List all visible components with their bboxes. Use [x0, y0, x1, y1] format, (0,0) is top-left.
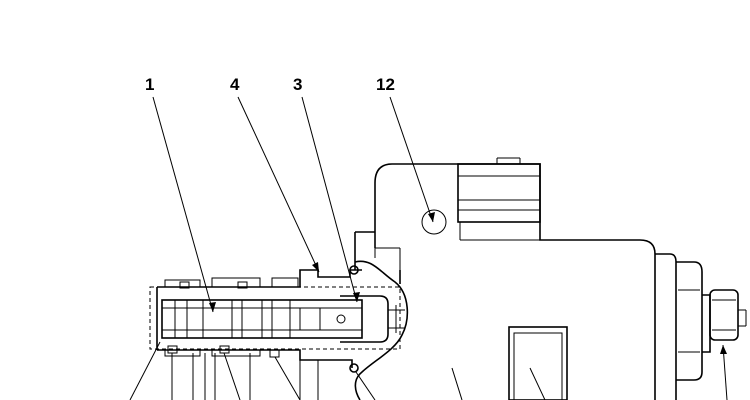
- leader-arrow-3: [353, 292, 360, 302]
- leader-lines-top: [152, 96, 435, 313]
- leader-line-12: [389, 96, 434, 223]
- connector-block: [457, 163, 541, 223]
- seal-top: [349, 265, 359, 275]
- leader-line-1: [152, 96, 214, 313]
- leader-line-3: [301, 96, 358, 303]
- seal-bottom: [349, 363, 359, 373]
- coil-marker-circle: [421, 209, 447, 235]
- nameplate-window: [508, 326, 568, 400]
- leader-arrow-1: [209, 302, 216, 312]
- callout-label-1: 1: [145, 75, 154, 94]
- callout-label-3: 3: [293, 75, 302, 94]
- callout-label-12: 12: [376, 75, 395, 94]
- section-break: [354, 260, 409, 400]
- leader-line-end-cap: [722, 344, 728, 400]
- valve-cartridge: [129, 265, 405, 400]
- leader-line-nameplate: [529, 367, 546, 400]
- end-cap: [709, 289, 739, 341]
- solenoid-housing: [354, 157, 656, 400]
- end-nut: [655, 253, 747, 400]
- plunger-tube: [340, 295, 389, 343]
- leader-arrow-12: [428, 212, 435, 222]
- leader-line-body: [451, 367, 463, 400]
- leader-line-4: [237, 96, 320, 273]
- callout-label-4: 4: [230, 75, 240, 94]
